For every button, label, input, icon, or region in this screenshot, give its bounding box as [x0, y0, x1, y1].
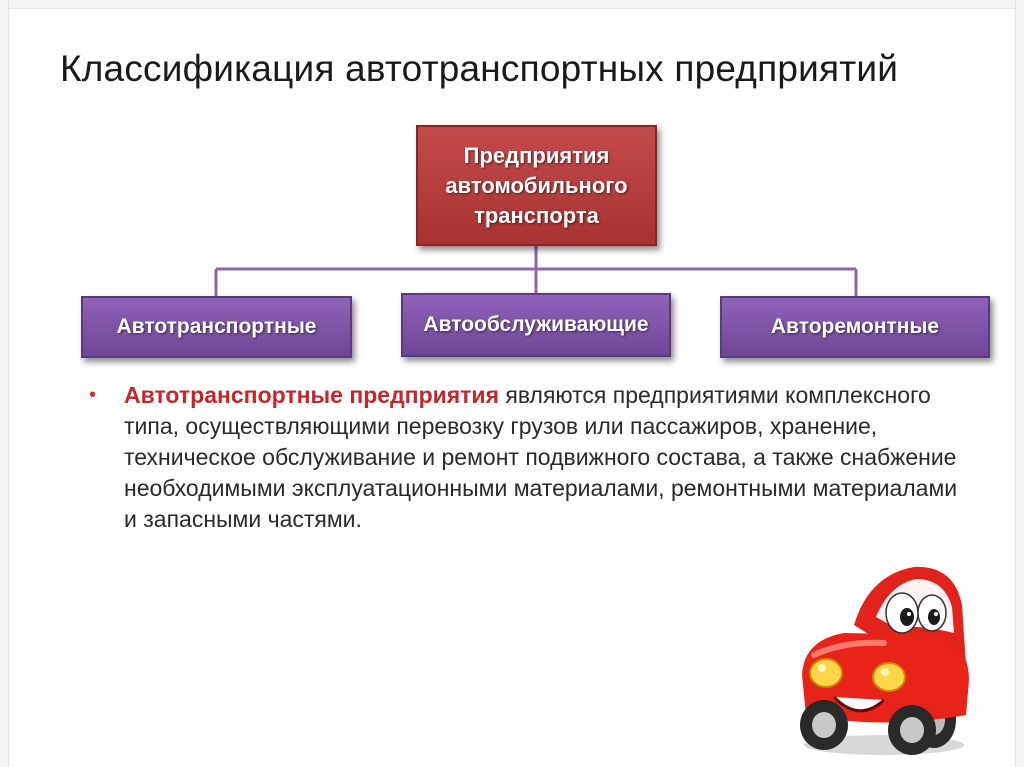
bullet-marker: • — [89, 384, 97, 406]
slide-frame-right — [1015, 0, 1024, 767]
diagram-node-autorepair: Авторемонтные — [720, 296, 990, 358]
slide-frame-left — [0, 0, 9, 767]
description-paragraph: Автотранспортные предприятия являются пр… — [124, 380, 974, 535]
diagram-node-autotransport: Автотранспортные — [81, 296, 352, 358]
cartoon-car-icon — [800, 566, 969, 755]
description-text: являются предприятиями комплексного типа… — [124, 382, 958, 532]
description-lead: Автотранспортные предприятия — [124, 382, 499, 408]
slide-title: Классификация автотранспортных предприят… — [60, 48, 899, 89]
slide-frame-top — [0, 0, 1024, 9]
diagram-root-node: Предприятия автомобильного транспорта — [416, 125, 657, 246]
diagram-node-autoservice: Автообслуживающие — [401, 293, 671, 357]
